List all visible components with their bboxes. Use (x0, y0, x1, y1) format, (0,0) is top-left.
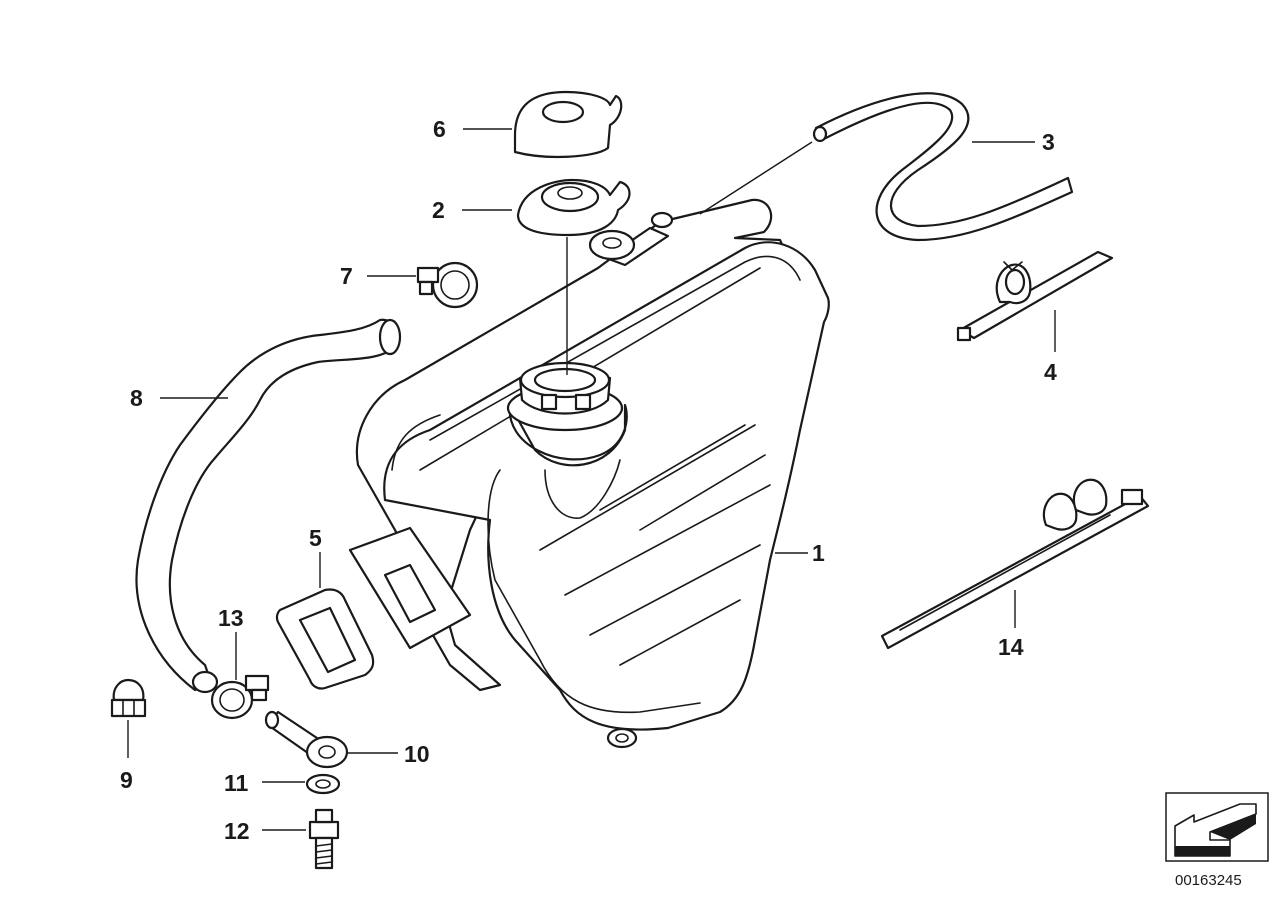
part-9-cap-nut[interactable] (110, 678, 147, 718)
callout-3[interactable]: 3 (1042, 129, 1055, 155)
part-6-pressure-cap[interactable] (513, 90, 623, 159)
part-7-hose-clamp[interactable] (416, 261, 479, 309)
part-8-coolant-hose[interactable] (135, 318, 402, 694)
part-14-cable-tie[interactable] (880, 478, 1150, 650)
callout-8[interactable]: 8 (130, 385, 143, 411)
part-10-banjo-fitting[interactable] (264, 710, 349, 769)
callout-9[interactable]: 9 (120, 767, 133, 793)
callout-6[interactable]: 6 (433, 116, 446, 142)
callout-12[interactable]: 12 (224, 818, 250, 844)
part-11-seal-ring[interactable] (305, 773, 341, 795)
part-2-filler-cap[interactable] (516, 178, 631, 237)
callout-5[interactable]: 5 (309, 525, 322, 551)
callout-7[interactable]: 7 (340, 263, 353, 289)
part-5-rubber-grommet[interactable] (275, 588, 375, 690)
callout-10[interactable]: 10 (404, 741, 430, 767)
document-number: 00163245 (1175, 872, 1242, 889)
part-3-overflow-hose[interactable] (812, 92, 1074, 242)
callout-13[interactable]: 13 (218, 605, 244, 631)
part-13-hose-clamp[interactable] (210, 674, 270, 720)
part-12-hollow-bolt[interactable] (308, 808, 340, 870)
callout-14[interactable]: 14 (998, 634, 1024, 660)
leader-3-axis (699, 141, 813, 215)
part-4-cable-holder[interactable] (956, 250, 1114, 342)
part-1-expansion-tank[interactable] (348, 198, 830, 749)
arrow-icon[interactable] (1165, 792, 1269, 862)
callout-11[interactable]: 11 (224, 770, 249, 796)
callout-1[interactable]: 1 (812, 540, 825, 566)
callout-4[interactable]: 4 (1044, 359, 1057, 385)
callout-2[interactable]: 2 (432, 197, 445, 223)
